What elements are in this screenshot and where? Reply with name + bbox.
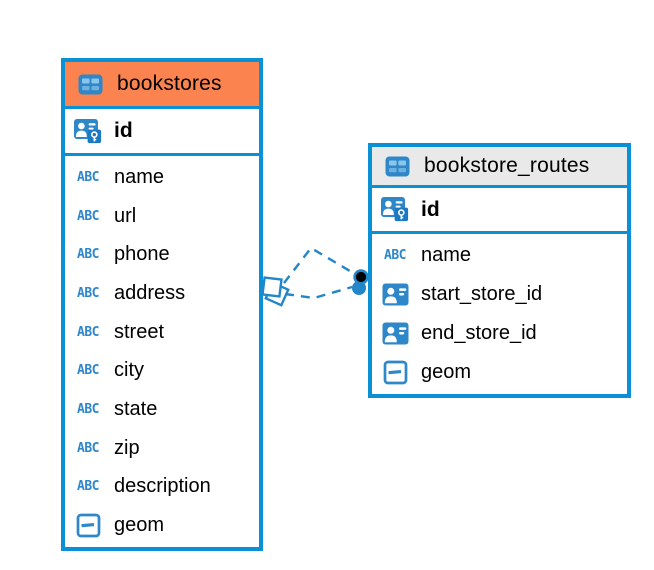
column-row-id[interactable]: id: [65, 109, 259, 156]
table-bookstore-routes[interactable]: bookstore_routes id ABC name: [368, 143, 631, 398]
column-city[interactable]: ABC city: [65, 352, 259, 391]
primary-key-icon: [70, 118, 106, 145]
column-row-id[interactable]: id: [372, 188, 627, 234]
text-type-icon: ABC: [77, 440, 99, 457]
column-url[interactable]: ABC url: [65, 197, 259, 236]
relationship-target-marker: [352, 269, 369, 295]
text-type-icon: ABC: [77, 246, 99, 263]
column-name[interactable]: ABC name: [65, 158, 259, 197]
table-bookstore-routes-header[interactable]: bookstore_routes: [372, 147, 627, 188]
table-bookstores-header[interactable]: bookstores: [65, 62, 259, 109]
table-bookstores[interactable]: bookstores id ABC name ABC url: [61, 58, 263, 551]
primary-key-icon: [377, 196, 413, 223]
geometry-type-icon: [70, 513, 106, 538]
text-type-icon: ABC: [77, 362, 99, 379]
text-type-icon: ABC: [77, 401, 99, 418]
column-end-store-id[interactable]: end_store_id: [372, 314, 627, 353]
column-geom[interactable]: geom: [65, 506, 259, 545]
relationship-line-1: [283, 246, 356, 284]
foreign-key-icon: [377, 283, 413, 306]
text-type-icon: ABC: [384, 247, 406, 264]
table-title: bookstores: [117, 72, 222, 95]
text-type-icon: ABC: [77, 479, 99, 495]
text-type-icon: ABC: [77, 285, 99, 302]
column-geom[interactable]: geom: [372, 353, 627, 392]
text-type-icon: ABC: [77, 208, 99, 224]
relationship-source-marker: [261, 276, 290, 307]
column-zip[interactable]: ABC zip: [65, 429, 259, 468]
table-icon: [379, 156, 415, 177]
text-type-icon: ABC: [77, 169, 99, 186]
column-state[interactable]: ABC state: [65, 390, 259, 429]
table-icon: [72, 74, 108, 95]
column-name[interactable]: ABC name: [372, 236, 627, 275]
geometry-type-icon: [377, 360, 413, 385]
column-phone[interactable]: ABC phone: [65, 235, 259, 274]
column-description[interactable]: ABC description: [65, 468, 259, 507]
relationship-line-2: [284, 285, 353, 300]
foreign-key-icon: [377, 322, 413, 345]
column-address[interactable]: ABC address: [65, 274, 259, 313]
column-street[interactable]: ABC street: [65, 313, 259, 352]
table-bookstores-columns: ABC name ABC url ABC phone ABC address A…: [65, 156, 259, 547]
column-id-label: id: [421, 197, 440, 221]
table-bookstore-routes-columns: ABC name start_store_id: [372, 234, 627, 394]
text-type-icon: ABC: [77, 324, 99, 341]
column-id-label: id: [114, 119, 133, 142]
table-title: bookstore_routes: [424, 154, 590, 177]
column-start-store-id[interactable]: start_store_id: [372, 275, 627, 314]
